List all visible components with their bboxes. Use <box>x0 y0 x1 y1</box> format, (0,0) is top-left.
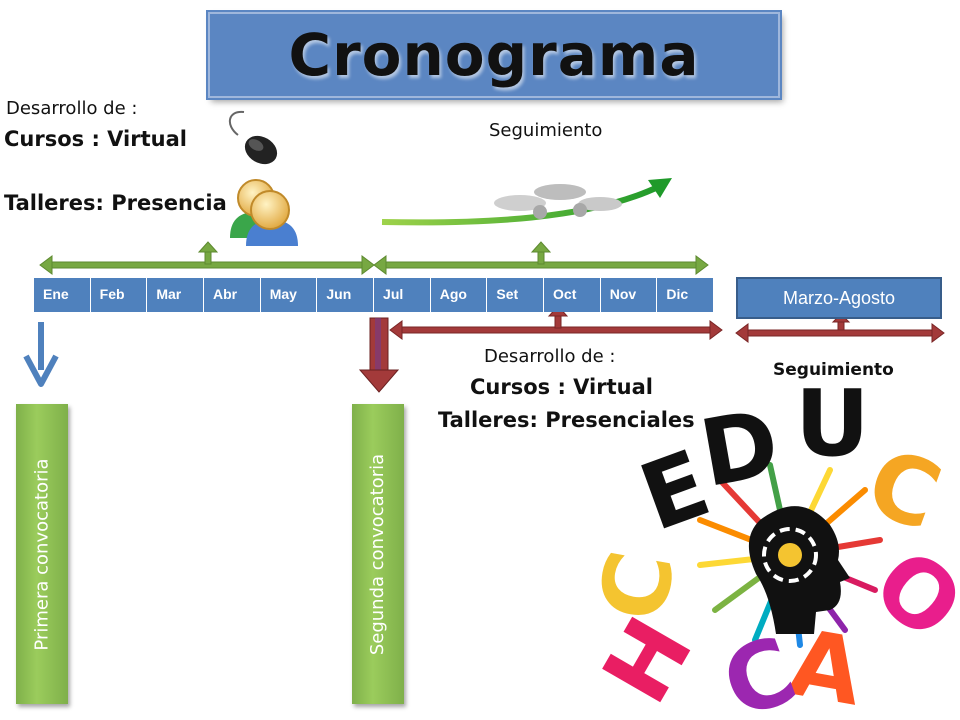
svg-text:H: H <box>582 600 713 720</box>
period-followup-label: Seguimiento <box>773 360 894 380</box>
red-down-arrow <box>358 317 400 393</box>
month-jul: Jul <box>374 278 431 312</box>
oct-dec-red-arrow <box>389 305 723 340</box>
month-set: Set <box>487 278 545 312</box>
title-banner: Cronograma <box>208 12 780 98</box>
svg-text:U: U <box>795 370 870 477</box>
second-call-label: Segunda convocatoria <box>367 453 389 655</box>
mouse-icon <box>228 110 278 165</box>
users-icon <box>230 179 298 246</box>
month-bar: Ene Feb Mar Abr May Jun Jul Ago Set Oct … <box>34 278 715 312</box>
marzo-agosto-red-arrow <box>735 313 945 343</box>
month-mar: Mar <box>147 278 205 312</box>
first-half-green-arrow <box>39 241 375 275</box>
month-may: May <box>260 278 318 312</box>
left-courses-label: Cursos : Virtual <box>4 127 187 151</box>
second-call-box: Segunda convocatoria <box>352 404 404 704</box>
first-call-box: Primera convocatoria <box>16 404 68 704</box>
left-workshops-label: Talleres: Presenciales <box>4 191 226 215</box>
followup-label-top: Seguimiento <box>489 120 603 141</box>
month-nov: Nov <box>600 278 658 312</box>
blue-down-arrow <box>23 322 59 387</box>
month-ene: Ene <box>34 278 91 312</box>
middle-courses-label: Cursos : Virtual <box>470 375 653 399</box>
growth-chart-icon <box>381 178 672 226</box>
month-oct: Oct <box>544 278 601 312</box>
svg-text:O: O <box>854 529 960 661</box>
svg-text:D: D <box>693 389 787 508</box>
month-jun: Jun <box>317 278 375 312</box>
page-title: Cronograma <box>288 21 700 89</box>
second-half-green-arrow <box>373 241 709 275</box>
month-abr: Abr <box>204 278 261 312</box>
svg-text:A: A <box>782 609 871 720</box>
left-dev-label: Desarrollo de : <box>6 98 138 119</box>
middle-dev-label: Desarrollo de : <box>484 346 616 367</box>
period-box: Marzo-Agosto <box>736 277 942 319</box>
month-feb: Feb <box>90 278 148 312</box>
month-dic: Dic <box>657 278 715 312</box>
first-call-label: Primera convocatoria <box>31 457 53 651</box>
month-ago: Ago <box>430 278 488 312</box>
middle-workshops-label: Talleres: Presenciales <box>438 408 695 432</box>
